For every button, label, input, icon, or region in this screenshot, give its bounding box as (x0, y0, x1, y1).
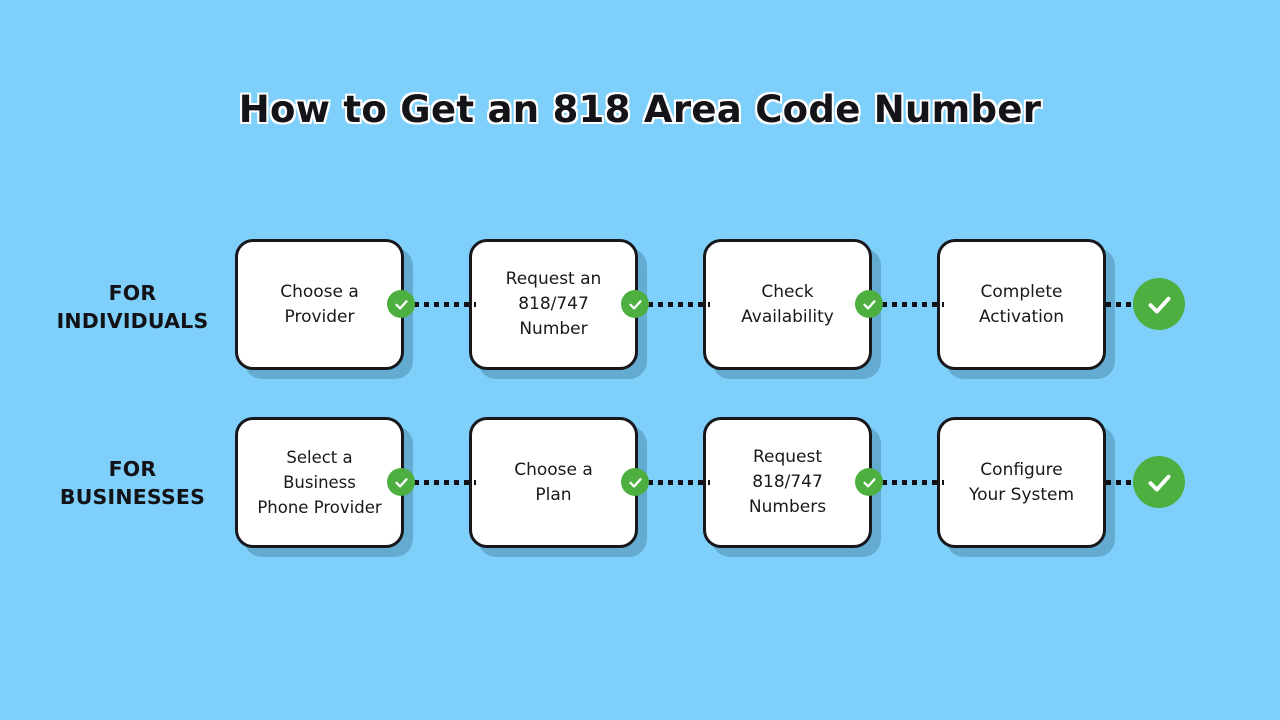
step-card-text: Request 818/747 Numbers (744, 445, 831, 520)
check-circle-icon (855, 290, 883, 318)
step-text-line: Phone Provider (257, 498, 382, 517)
step-card-businesses-1[interactable]: Select a Business Phone Provider (235, 417, 404, 548)
step-text-line: Availability (741, 306, 834, 327)
step-text-line: Activation (978, 306, 1065, 327)
row-label-line: FOR (108, 281, 157, 305)
step-text-line: Choose a (514, 459, 593, 480)
step-card-individuals-4[interactable]: Complete Activation (937, 239, 1106, 370)
dotted-connector (1106, 302, 1140, 307)
dotted-connector (872, 302, 944, 307)
step-card-text: Check Availability (736, 280, 839, 330)
step-card-businesses-4[interactable]: Configure Your System (937, 417, 1106, 548)
flow-row-businesses: FOR BUSINESSES Select a Business Phone P… (0, 403, 1280, 563)
step-card-text: Choose a Plan (509, 458, 598, 508)
step-text-line: Request an (505, 269, 602, 289)
dotted-connector (1106, 480, 1140, 485)
dotted-connector (404, 480, 476, 485)
step-text-line: Check (761, 281, 814, 302)
step-card-text: Complete Activation (974, 280, 1069, 330)
flow-row-individuals: FOR INDIVIDUALS Choose a Provider Reques… (0, 225, 1280, 385)
step-text-line: Plan (535, 484, 572, 505)
check-circle-icon (387, 468, 415, 496)
row-label-line: BUSINESSES (59, 485, 206, 509)
page-title: How to Get an 818 Area Code Number (237, 87, 1042, 133)
step-card-text: Choose a Provider (275, 280, 364, 330)
row-label-individuals: FOR INDIVIDUALS (30, 279, 235, 335)
check-circle-icon (387, 290, 415, 318)
dotted-connector (638, 480, 710, 485)
step-text-line: Configure (980, 459, 1063, 480)
row-label-line: FOR (108, 457, 157, 481)
check-circle-icon (621, 468, 649, 496)
step-card-individuals-2[interactable]: Request an 818/747 Number (469, 239, 638, 370)
dotted-connector (872, 480, 944, 485)
step-text-line: Provider (284, 306, 355, 327)
dotted-connector (404, 302, 476, 307)
step-text-line: Numbers (748, 497, 827, 517)
step-text-line: Number (519, 319, 588, 339)
row-label-businesses: FOR BUSINESSES (30, 455, 235, 511)
step-card-businesses-3[interactable]: Request 818/747 Numbers (703, 417, 872, 548)
step-card-text: Request an 818/747 Number (501, 267, 607, 342)
step-text-line: Request (752, 447, 823, 467)
step-text-line: Choose a (280, 281, 359, 302)
step-text-line: Complete (980, 281, 1063, 302)
step-card-individuals-1[interactable]: Choose a Provider (235, 239, 404, 370)
row-label-line: INDIVIDUALS (56, 309, 209, 333)
check-circle-icon (855, 468, 883, 496)
step-text-line: 818/747 (518, 294, 589, 314)
step-card-text: Configure Your System (964, 458, 1079, 508)
check-circle-icon (621, 290, 649, 318)
step-text-line: 818/747 (752, 472, 823, 492)
check-circle-final-icon (1133, 278, 1185, 330)
step-card-individuals-3[interactable]: Check Availability (703, 239, 872, 370)
step-text-line: Select a (286, 448, 353, 467)
step-card-text: Select a Business Phone Provider (256, 445, 382, 520)
step-text-line: Your System (968, 484, 1075, 505)
step-text-line: Business (283, 473, 356, 492)
dotted-connector (638, 302, 710, 307)
check-circle-final-icon (1133, 456, 1185, 508)
step-card-businesses-2[interactable]: Choose a Plan (469, 417, 638, 548)
